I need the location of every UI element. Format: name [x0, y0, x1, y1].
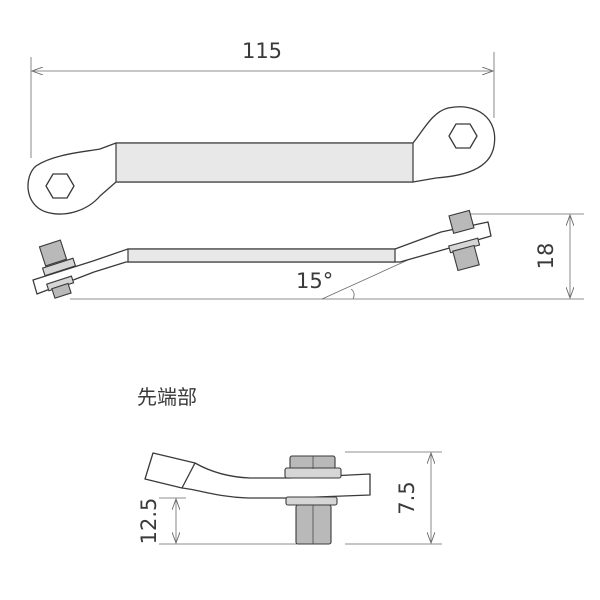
tip-bolt-flange	[284, 467, 342, 479]
tip-offset-dimension-label: 12.5	[137, 498, 161, 545]
tip-detail: 先端部 12.5 7.5	[137, 385, 442, 545]
right-bolt-nut	[452, 244, 480, 272]
tip-grip-edge	[181, 462, 196, 489]
angle-dimension-label: 15°	[296, 269, 333, 293]
left-bolt-nut	[51, 282, 72, 299]
left-bolt	[38, 239, 77, 299]
angle-arc	[350, 288, 355, 300]
tip-bolt	[284, 455, 342, 545]
tip-bolt-head-top	[289, 455, 336, 470]
side-view: 18 15°	[32, 209, 584, 300]
wrench-side-grip	[127, 248, 396, 263]
height-dimension-label: 18	[534, 243, 558, 270]
wrench-top-grip	[115, 142, 414, 183]
left-bolt-head	[38, 239, 68, 267]
left-bolt-washer-top	[41, 257, 77, 277]
right-bolt-head	[448, 209, 475, 234]
tip-bolt-washer	[285, 496, 338, 506]
top-view: 115	[27, 39, 496, 215]
tip-bolt-nut	[295, 504, 332, 545]
length-dimension-label: 115	[242, 39, 282, 63]
hex-socket-left-icon	[45, 173, 75, 199]
right-bolt	[448, 209, 481, 272]
tip-section-title: 先端部	[137, 385, 197, 409]
hex-socket-right-icon	[448, 123, 478, 149]
tip-thickness-dimension-label: 7.5	[395, 481, 419, 514]
